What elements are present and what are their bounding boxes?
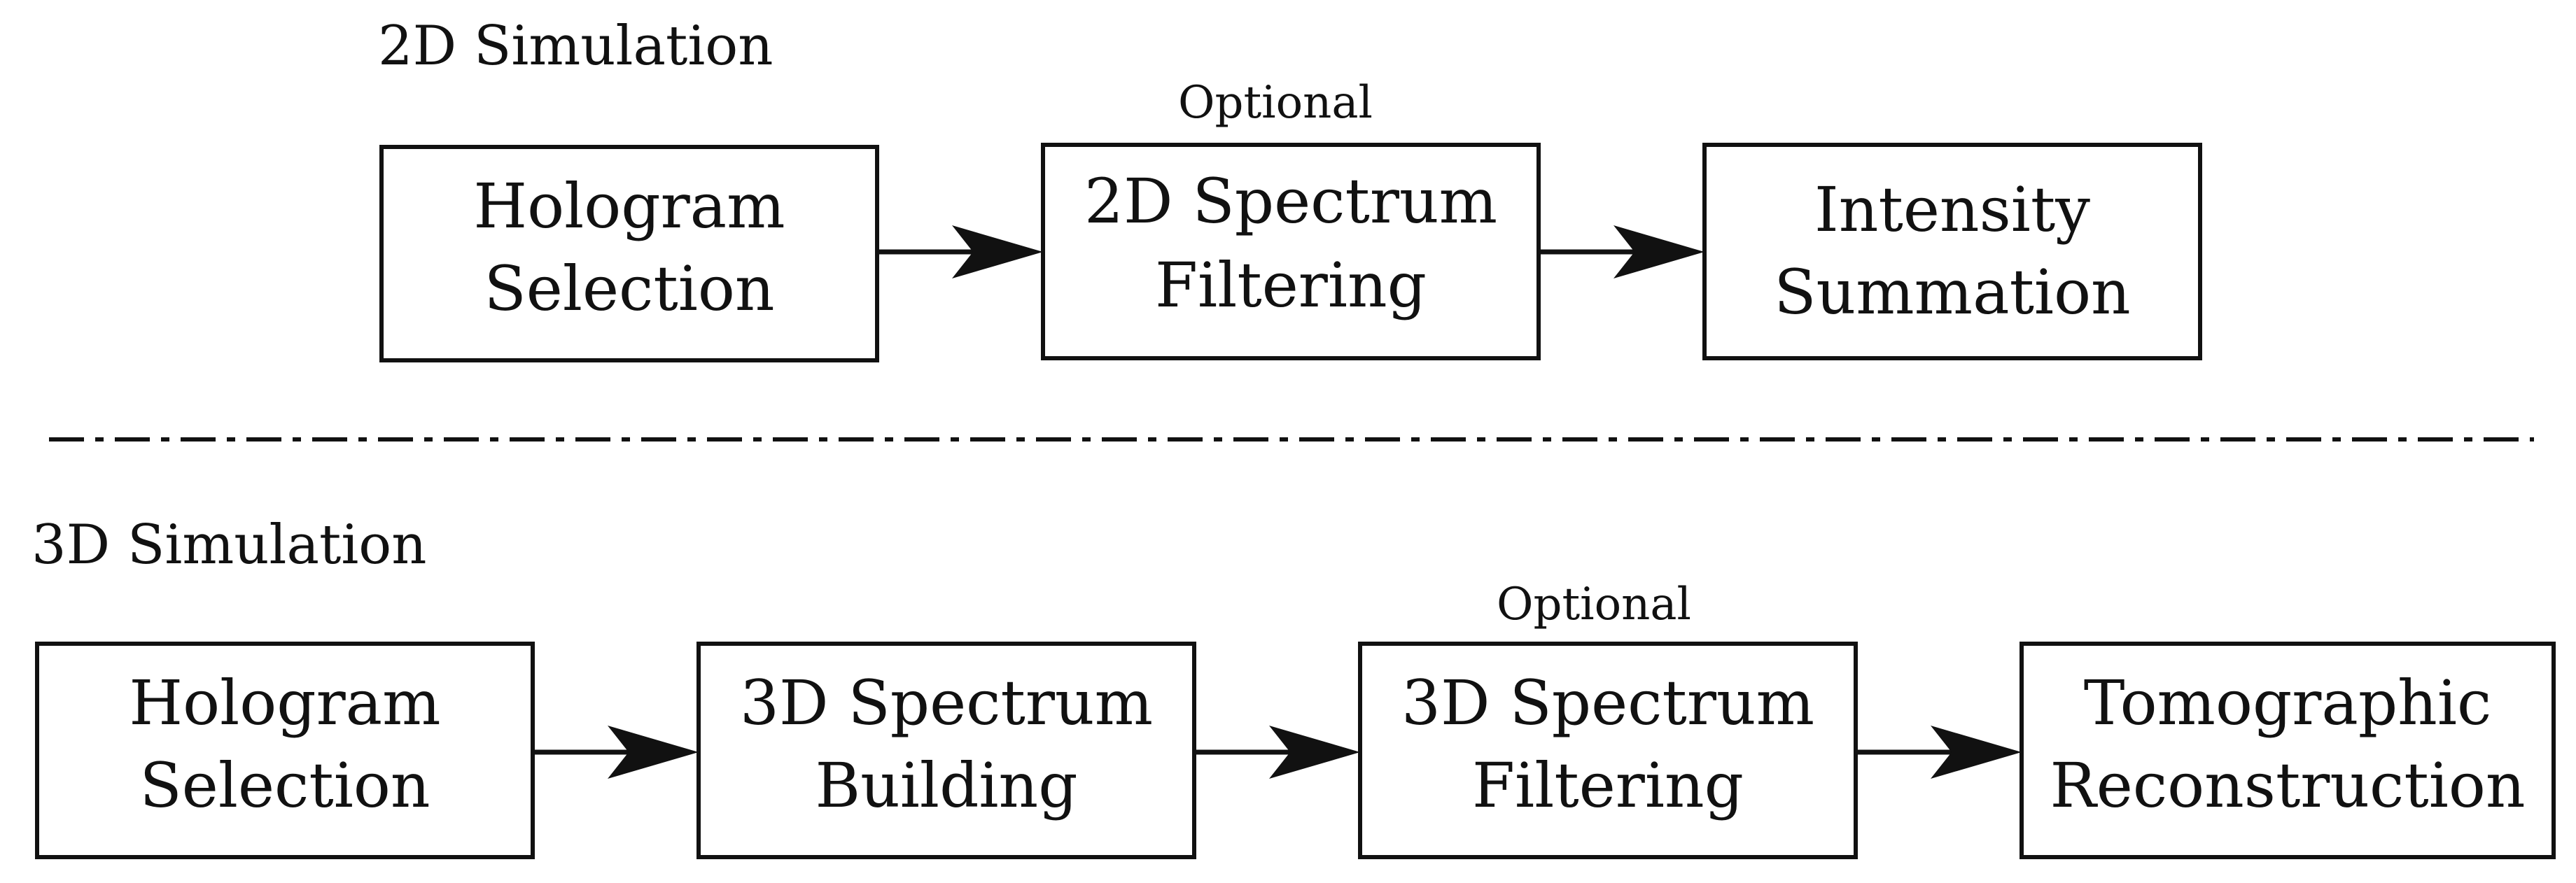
step-label-line2: Summation — [1774, 256, 2130, 328]
optional-label-3d: Optional — [1497, 579, 1691, 630]
step-2d-hologram-selection: Hologram Selection — [379, 145, 879, 362]
step-box — [1041, 143, 1541, 360]
step-label-line1: 2D Spectrum — [1084, 165, 1497, 237]
step-label-line2: Filtering — [1155, 249, 1427, 321]
step-label-line2: Selection — [139, 749, 430, 821]
step-box — [1358, 642, 1858, 859]
step-3d-spectrum-filtering: 3D Spectrum Filtering — [1358, 642, 1858, 859]
flow-arrow — [1539, 225, 1704, 278]
step-box — [696, 642, 1196, 859]
step-box — [1702, 143, 2202, 360]
step-box — [379, 145, 879, 362]
step-2d-intensity-summation: Intensity Summation — [1702, 143, 2202, 360]
section-title-2d: 2D Simulation — [378, 15, 773, 78]
step-label-line2: Selection — [484, 253, 774, 325]
step-label-line1: Hologram — [473, 170, 785, 242]
step-label-line1: 3D Spectrum — [740, 667, 1153, 739]
optional-label-2d: Optional — [1178, 77, 1373, 129]
step-label-line1: Tomographic — [2084, 667, 2492, 739]
step-box — [35, 642, 535, 859]
flow-arrow — [1856, 726, 2022, 779]
flow-arrow — [533, 726, 699, 779]
step-label-line2: Reconstruction — [2050, 749, 2526, 821]
step-label-line1: Hologram — [129, 667, 440, 739]
step-label-line1: Intensity — [1814, 174, 2090, 246]
step-box — [2019, 642, 2556, 859]
step-label-line1: 3D Spectrum — [1401, 667, 1814, 739]
step-label-line2: Filtering — [1472, 749, 1744, 821]
step-3d-tomographic-reconstruction: Tomographic Reconstruction — [2019, 642, 2556, 859]
section-title-3d: 3D Simulation — [31, 514, 426, 577]
step-3d-hologram-selection: Hologram Selection — [35, 642, 535, 859]
flow-arrow — [877, 225, 1043, 278]
step-3d-spectrum-building: 3D Spectrum Building — [696, 642, 1196, 859]
step-2d-spectrum-filtering: 2D Spectrum Filtering — [1041, 143, 1541, 360]
step-label-line2: Building — [815, 749, 1077, 821]
flow-arrow — [1194, 726, 1360, 779]
